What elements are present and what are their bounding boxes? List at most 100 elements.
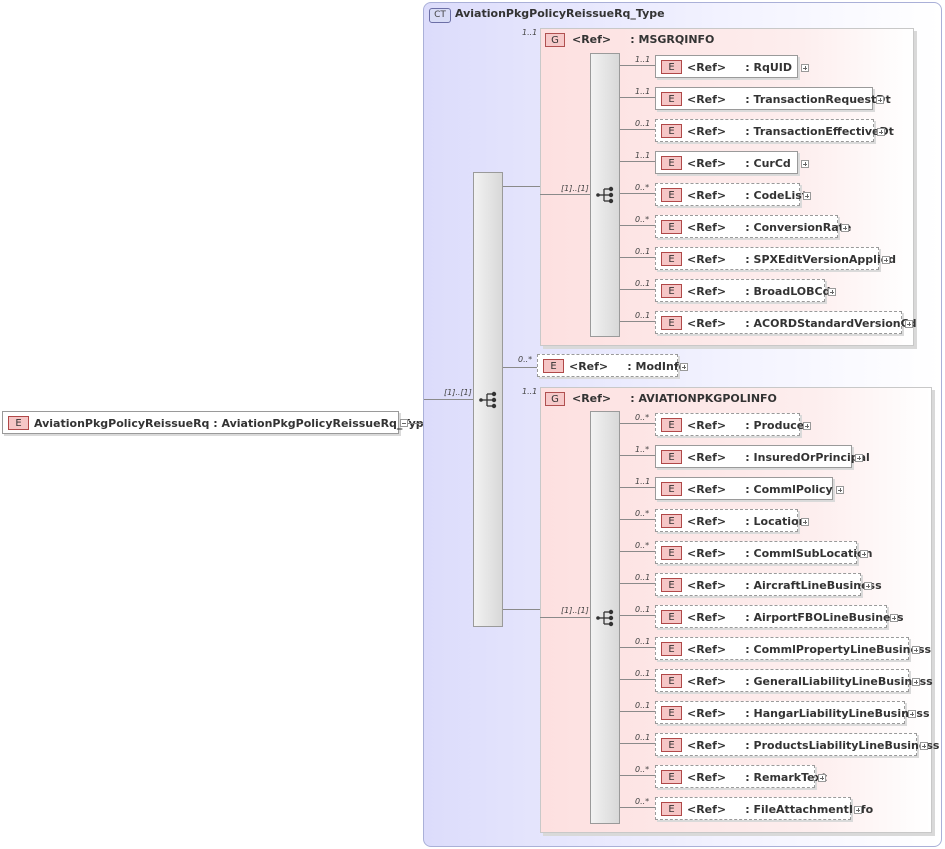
expand-icon[interactable] xyxy=(801,160,809,168)
connector xyxy=(503,367,537,368)
element-location[interactable]: E<Ref> : Location xyxy=(655,509,806,532)
complex-type-badge: CT xyxy=(429,8,451,23)
element-generalliabilitylinebusiness[interactable]: E<Ref> : GeneralLiabilityLineBusiness xyxy=(655,669,933,692)
element-insuredorprincipal[interactable]: E<Ref> : InsuredOrPrincipal xyxy=(655,445,870,468)
element-spxeditversionapplied[interactable]: E<Ref> : SPXEditVersionApplied xyxy=(655,247,896,270)
sequence-icon xyxy=(596,186,614,204)
element-hangarliabilitylinebusiness[interactable]: E<Ref> : HangarLiabilityLineBusiness xyxy=(655,701,930,724)
expand-icon[interactable] xyxy=(912,646,920,654)
collapse-icon[interactable] xyxy=(400,419,408,427)
element-cardinality: 0..1 xyxy=(635,669,651,678)
expand-icon[interactable] xyxy=(882,256,890,264)
expand-icon[interactable] xyxy=(680,363,688,371)
element-producer[interactable]: E<Ref> : Producer xyxy=(655,413,810,436)
element-aircraftlinebusiness[interactable]: E<Ref> : AircraftLineBusiness xyxy=(655,573,882,596)
sequence-cardinality: [1]..[1] xyxy=(561,606,589,615)
expand-icon[interactable] xyxy=(890,614,898,622)
expand-icon[interactable] xyxy=(864,582,872,590)
element-label: <Ref> : TransactionEffectiveDt xyxy=(687,125,894,138)
expand-icon[interactable] xyxy=(877,128,885,136)
expand-icon[interactable] xyxy=(841,224,849,232)
connector xyxy=(620,583,655,584)
expand-icon[interactable] xyxy=(828,288,836,296)
connector xyxy=(408,423,424,424)
element-commlsublocation[interactable]: E<Ref> : CommlSubLocation xyxy=(655,541,872,564)
element-cardinality: 0..1 xyxy=(635,119,651,128)
expand-icon[interactable] xyxy=(908,710,916,718)
expand-icon[interactable] xyxy=(801,64,809,72)
element-label: <Ref> : TransactionRequestDt xyxy=(687,93,891,106)
element-commlpolicy[interactable]: E<Ref> : CommlPolicy xyxy=(655,477,833,500)
element-cardinality: 1..1 xyxy=(635,55,651,64)
element-badge: E xyxy=(661,156,682,170)
element-badge: E xyxy=(661,124,682,138)
connector xyxy=(620,743,655,744)
complex-type-title: AviationPkgPolicyReissueRq_Type xyxy=(455,7,665,20)
expand-icon[interactable] xyxy=(854,806,862,814)
element-badge: E xyxy=(661,738,682,752)
element-transactioneffectivedt[interactable]: E <Ref> : TransactionEffectiveDt xyxy=(655,119,894,142)
connector xyxy=(620,257,655,258)
group-badge: G xyxy=(545,392,565,406)
element-label: <Ref> : RemarkText xyxy=(687,771,827,784)
element-cardinality: 0..1 xyxy=(635,247,651,256)
element-label: <Ref> : RqUID xyxy=(687,61,793,74)
element-cardinality: 0..* xyxy=(635,797,650,806)
connector xyxy=(620,455,655,456)
group-badge: G xyxy=(545,33,565,47)
root-element[interactable]: E AviationPkgPolicyReissueRq : AviationP… xyxy=(2,411,431,434)
element-badge: E xyxy=(661,92,682,106)
element-badge: E xyxy=(8,416,29,430)
expand-icon[interactable] xyxy=(803,422,811,430)
element-label: <Ref> : FileAttachmentInfo xyxy=(687,803,874,816)
expand-icon[interactable] xyxy=(860,550,868,558)
expand-icon[interactable] xyxy=(818,774,826,782)
element-badge: E xyxy=(661,220,682,234)
element-broadlobcd[interactable]: E<Ref> : BroadLOBCd xyxy=(655,279,831,302)
expand-icon[interactable] xyxy=(855,454,863,462)
element-acordstandardversioncd[interactable]: E<Ref> : ACORDStandardVersionCd xyxy=(655,311,917,334)
group-cardinality: 1..1 xyxy=(522,28,538,37)
connector xyxy=(540,194,590,195)
element-modinfo[interactable]: E <Ref> : ModInfo xyxy=(537,354,686,377)
element-label: <Ref> : BroadLOBCd xyxy=(687,285,831,298)
element-curcd[interactable]: E<Ref> : CurCd xyxy=(655,151,798,174)
connector xyxy=(620,97,655,98)
sequence-icon xyxy=(479,391,497,409)
element-commlpropertylinebusiness[interactable]: E<Ref> : CommlPropertyLineBusiness xyxy=(655,637,931,660)
element-conversionrate[interactable]: E<Ref> : ConversionRate xyxy=(655,215,851,238)
element-cardinality: 0..* xyxy=(635,215,650,224)
element-rquid[interactable]: E<Ref> : RqUID xyxy=(655,55,798,78)
element-label: <Ref> : CodeList xyxy=(687,189,808,202)
element-label: <Ref> : GeneralLiabilityLineBusiness xyxy=(687,675,933,688)
element-transactionrequestdt[interactable]: E <Ref> : TransactionRequestDt xyxy=(655,87,891,110)
element-badge: E xyxy=(661,706,682,720)
element-badge: E xyxy=(661,316,682,330)
element-airportfbolinebusiness[interactable]: E<Ref> : AirportFBOLineBusiness xyxy=(655,605,904,628)
expand-icon[interactable] xyxy=(912,678,920,686)
element-cardinality: 0..1 xyxy=(635,701,651,710)
expand-icon[interactable] xyxy=(920,742,928,750)
expand-icon[interactable] xyxy=(876,96,884,104)
element-label: <Ref> : Producer xyxy=(687,419,810,432)
connector xyxy=(620,775,655,776)
element-productsliabilitylinebusiness[interactable]: E <Ref> : ProductsLiabilityLineBusiness xyxy=(655,733,939,756)
expand-icon[interactable] xyxy=(905,320,913,328)
element-cardinality: 0..1 xyxy=(635,279,651,288)
element-cardinality: 0..* xyxy=(518,355,533,364)
element-codelist[interactable]: E<Ref> : CodeList xyxy=(655,183,807,206)
connector xyxy=(620,161,655,162)
element-badge: E xyxy=(661,610,682,624)
expand-icon[interactable] xyxy=(836,486,844,494)
expand-icon[interactable] xyxy=(801,518,809,526)
element-label: <Ref> : ProductsLiabilityLineBusiness xyxy=(687,739,940,752)
connector xyxy=(620,615,655,616)
element-label: <Ref> : AircraftLineBusiness xyxy=(687,579,882,592)
element-fileattachmentinfo[interactable]: E<Ref> : FileAttachmentInfo xyxy=(655,797,873,820)
aviationpkgpolinfo-label: <Ref> : AVIATIONPKGPOLINFO xyxy=(572,392,777,405)
sequence-icon xyxy=(596,609,614,627)
element-label: <Ref> : CommlSubLocation xyxy=(687,547,873,560)
element-cardinality: 1..* xyxy=(635,445,650,454)
expand-icon[interactable] xyxy=(803,192,811,200)
element-remarktext[interactable]: E<Ref> : RemarkText xyxy=(655,765,827,788)
